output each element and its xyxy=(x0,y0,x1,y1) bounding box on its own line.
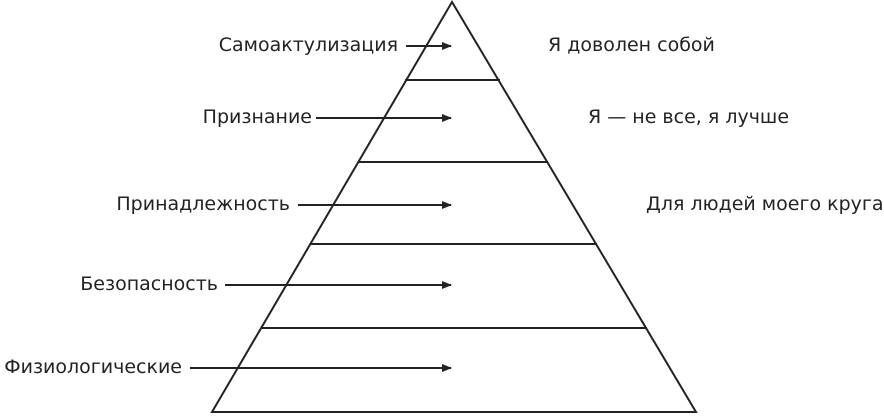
statement-recognition: Я — не все, я лучше xyxy=(588,106,790,128)
statement-self-actualization: Я доволен собой xyxy=(548,34,715,56)
need-label-self-actualization: Самоактулизация xyxy=(218,34,398,56)
need-label-belonging: Принадлежность xyxy=(116,193,290,215)
pyramid-outline xyxy=(210,0,698,413)
need-label-recognition: Признание xyxy=(202,106,312,128)
statement-belonging: Для людей моего круга xyxy=(646,193,884,215)
need-label-safety: Безопасность xyxy=(80,273,218,295)
need-label-physiological: Физиологические xyxy=(4,356,182,378)
